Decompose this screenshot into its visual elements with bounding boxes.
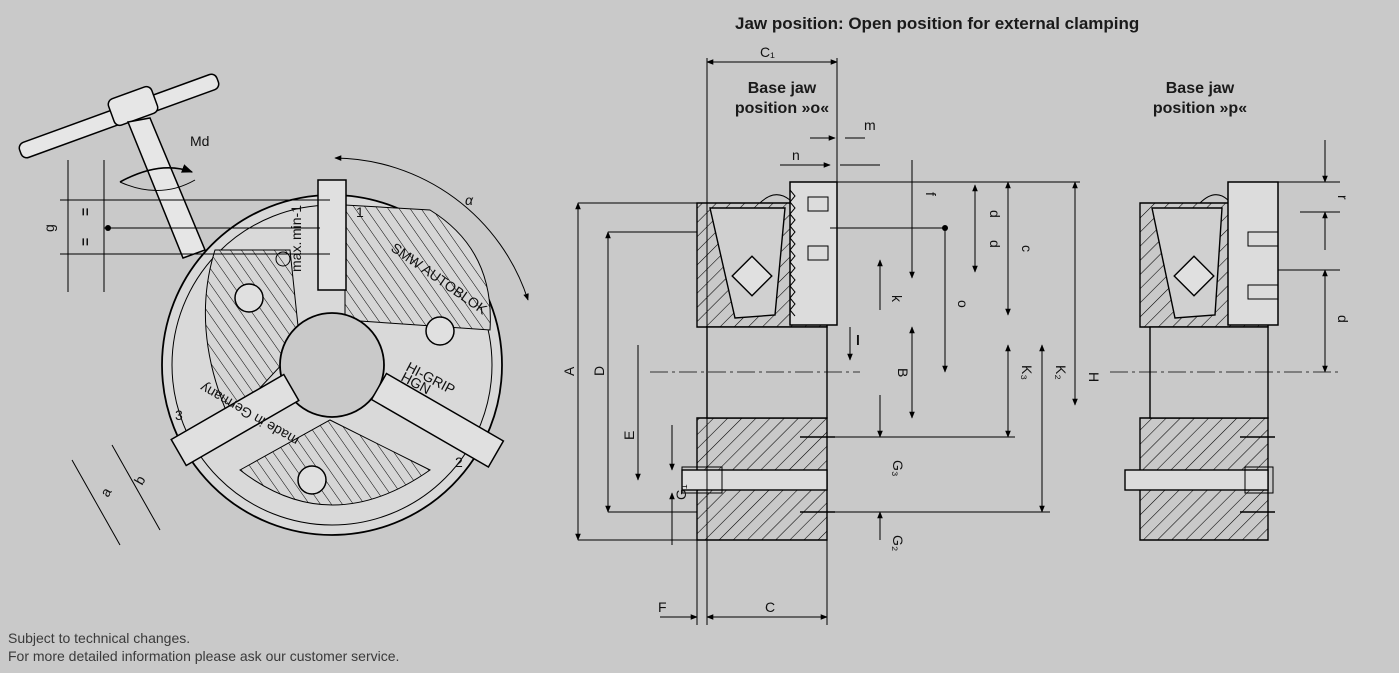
dim-o: o [955, 300, 971, 308]
center-bore [279, 312, 385, 418]
footer-line-1: Subject to technical changes. [8, 630, 191, 646]
jaw-slot-top [317, 179, 347, 291]
dim-eq-1: = [77, 208, 93, 216]
dim-A: A [561, 366, 577, 376]
dim-B: B [895, 368, 911, 377]
base-jaw-o-label: Base jaw position »o« [707, 79, 857, 119]
base-jaw-p-line2: position »p« [1152, 100, 1248, 117]
jaw-number-3: 3 [175, 407, 183, 423]
dim-r: r [1335, 195, 1351, 200]
dim-G3: G₃ [890, 460, 906, 477]
dim-k: k [889, 295, 905, 303]
dim-alpha: α [465, 192, 474, 208]
dim-F: F [658, 599, 667, 615]
section-view-p: r d [1110, 140, 1351, 541]
dim-g: g [41, 224, 57, 232]
dim-D: D [591, 366, 607, 376]
dim-G1: G₁ [673, 484, 689, 500]
dim-C: C [765, 599, 775, 615]
dim-d-p: d [1335, 315, 1351, 323]
dim-C1: C₁ [760, 44, 775, 60]
max-text: max. [288, 242, 304, 272]
base-jaw-o-line2: position »o« [734, 100, 830, 117]
footer-line-2: For more detailed information please ask… [8, 648, 400, 664]
jaw-number-1: 1 [356, 204, 364, 220]
dim-l: l [856, 332, 860, 348]
base-jaw-o-line1: Base jaw [747, 80, 817, 97]
dim-a: a [97, 485, 115, 500]
dim-E: E [621, 431, 637, 440]
dim-H: H [1086, 372, 1102, 382]
dim-d-upper: d [987, 210, 1003, 218]
dim-eq-2: = [77, 238, 93, 246]
base-jaw-p-label: Base jaw position »p« [1125, 79, 1275, 119]
dim-K3: K₃ [1019, 365, 1035, 380]
t-wrench-icon [18, 73, 220, 259]
jaw-number-2: 2 [455, 454, 463, 470]
dim-K2: K₂ [1053, 365, 1069, 380]
dim-m: m [864, 117, 876, 133]
dim-f: f [923, 192, 939, 196]
min-text: min-1 [288, 205, 304, 240]
footer-note: Subject to technical changes. For more d… [8, 629, 399, 665]
dim-c: c [1019, 245, 1035, 252]
section-view-o: C₁ C F m n A D E G₁ f d [561, 44, 1102, 625]
dim-n: n [792, 147, 800, 163]
dim-b: b [131, 473, 149, 488]
jaw-slot-left [170, 373, 300, 467]
dim-d-lower: d [987, 240, 1003, 248]
base-jaw-p-line1: Base jaw [1165, 80, 1235, 97]
drawing-title: Jaw position: Open position for external… [735, 14, 1140, 33]
jaw-slot-right [370, 372, 505, 469]
dim-Md: Md [190, 133, 209, 149]
chuck-front-view: Md SMW AUTOBLOK HI-GRIP HGN made in Germ… [18, 73, 529, 546]
jaw-sector-3 [239, 419, 431, 506]
dim-G2: G₂ [890, 535, 906, 551]
